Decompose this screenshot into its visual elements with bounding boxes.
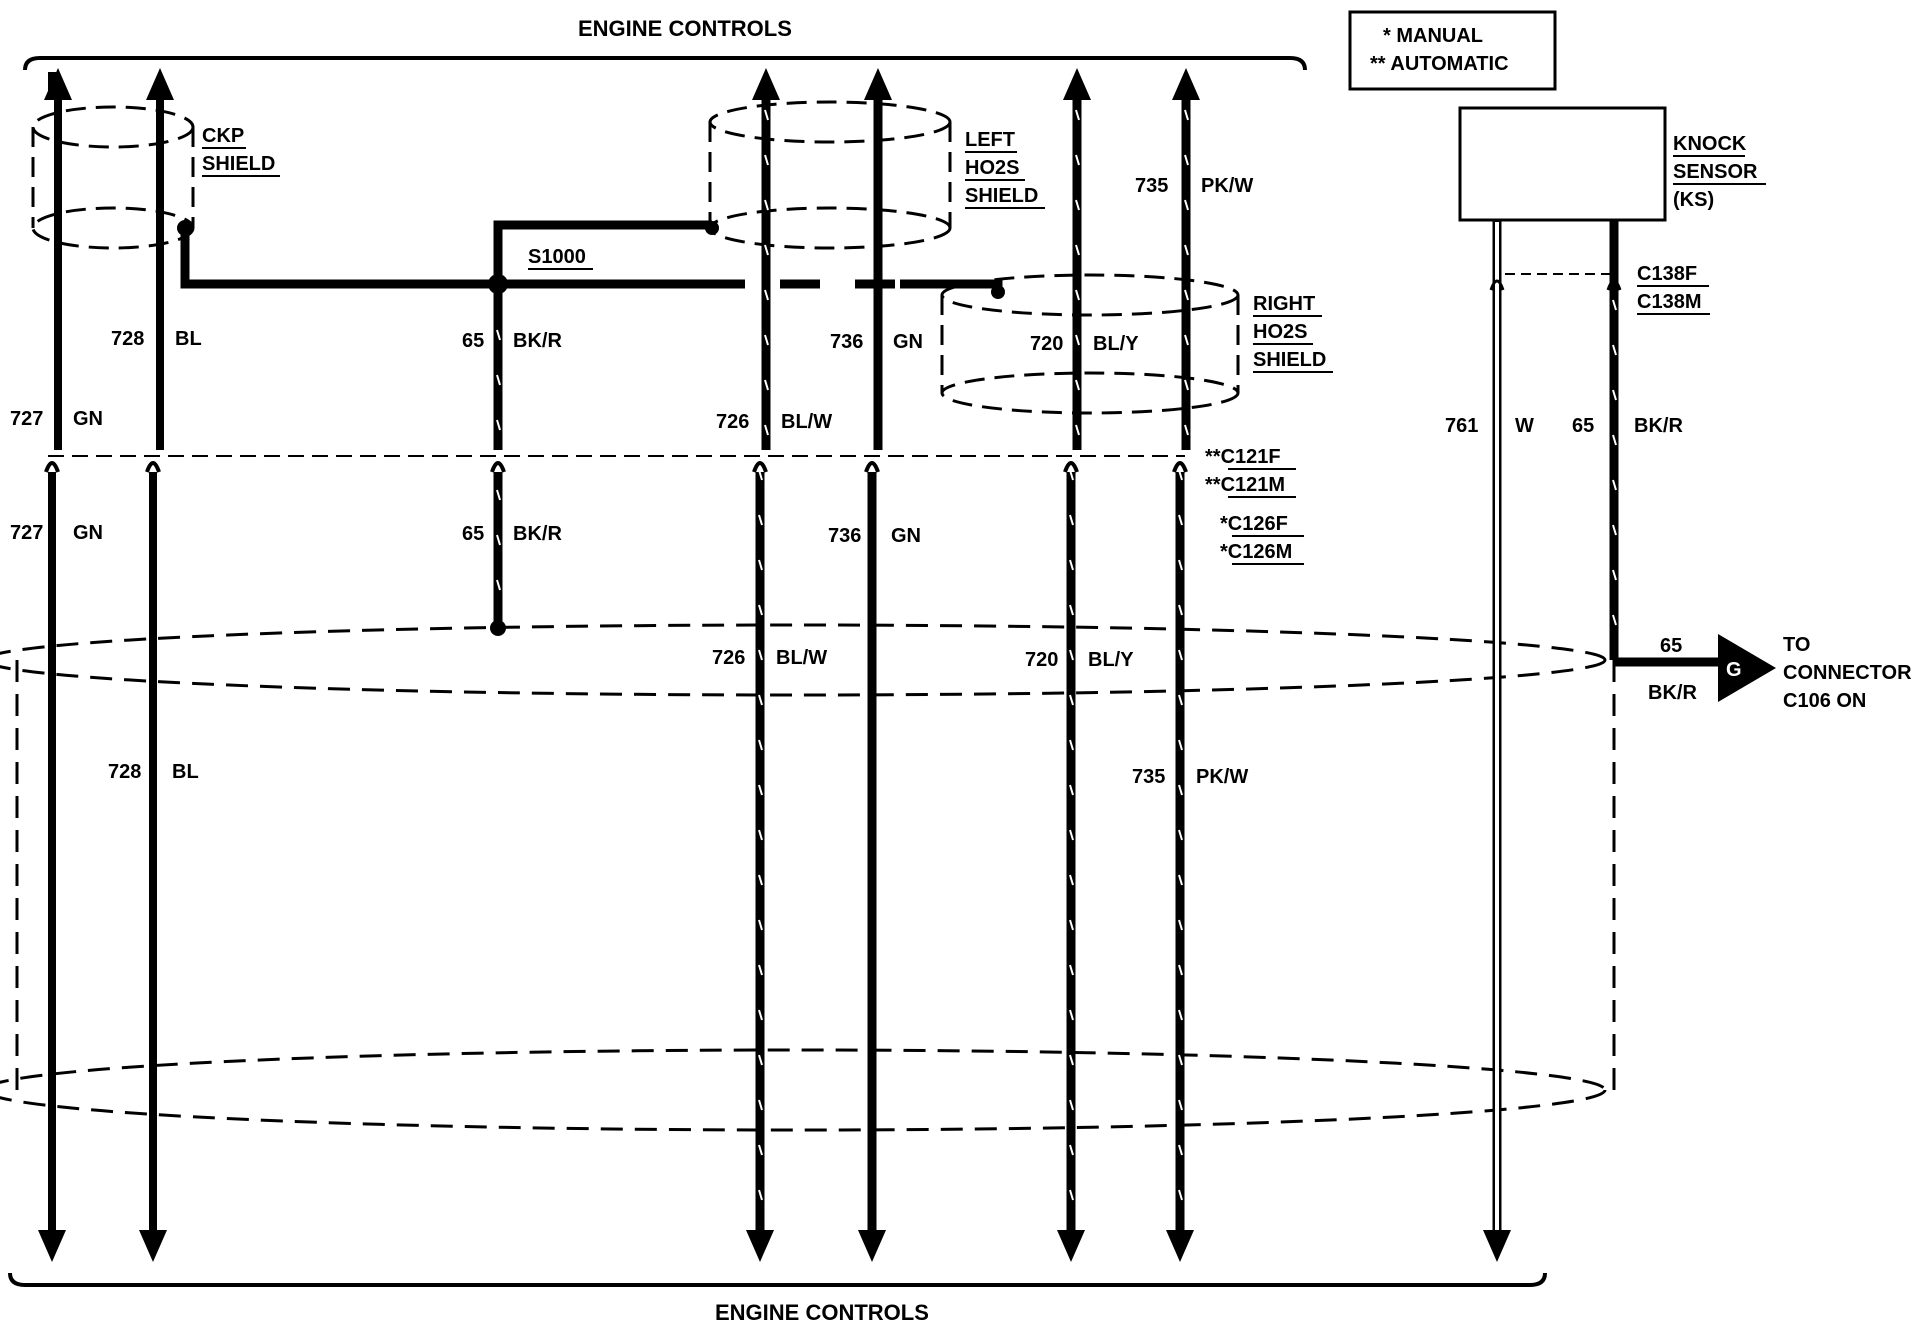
svg-text:C138M: C138M: [1637, 291, 1701, 313]
wire-727-color-top: GN: [73, 408, 103, 430]
main-harness-shield: [0, 623, 1616, 1132]
wire-727-num-bot: 727: [10, 522, 43, 544]
wire-728-num-top: 728: [111, 328, 144, 350]
svg-text:(KS): (KS): [1673, 189, 1714, 211]
knock-sensor-box: [1458, 106, 1667, 222]
wire-728-color-bot: BL: [172, 761, 199, 783]
wire-735-num-top: 735: [1135, 175, 1168, 197]
bottom-bracket: [8, 1272, 1547, 1287]
svg-text:SHIELD: SHIELD: [202, 153, 275, 175]
legend-box: * MANUAL ** AUTOMATIC: [1348, 10, 1557, 91]
wire-65-num-top: 65: [462, 330, 484, 352]
svg-text:C138F: C138F: [1637, 263, 1697, 285]
wire-728: [139, 68, 174, 1262]
svg-text:SHIELD: SHIELD: [1253, 349, 1326, 371]
right-ho2s-label: RIGHT HO2S SHIELD: [1253, 293, 1333, 373]
wire-727-color-bot: GN: [73, 522, 103, 544]
connector-c138-labels: C138F C138M: [1637, 263, 1710, 315]
wire-761: [1483, 220, 1511, 1262]
wire-728-num-bot: 728: [108, 761, 141, 783]
right-ho2s-shield: [940, 273, 1240, 415]
wire-761-color: W: [1515, 415, 1534, 437]
svg-text:**C121M: **C121M: [1205, 474, 1285, 496]
wire-720-color-top: BL/Y: [1093, 333, 1139, 355]
svg-text:SHIELD: SHIELD: [965, 185, 1038, 207]
wire-727: [38, 68, 72, 1262]
svg-text:CKP: CKP: [202, 125, 244, 147]
wire-65-mid: [490, 284, 506, 636]
right-ho2s-drain-dot: [991, 285, 1005, 299]
wire-761-num: 761: [1445, 415, 1478, 437]
wire-735-color-top: PK/W: [1201, 175, 1253, 197]
left-ho2s-shield: [708, 100, 952, 250]
svg-text:RIGHT: RIGHT: [1253, 293, 1315, 315]
wire-726-num-top: 726: [716, 411, 749, 433]
wire-726-num-bot: 726: [712, 647, 745, 669]
wire-726-color-top: BL/W: [781, 411, 832, 433]
wire-735: [1166, 68, 1200, 1262]
ground-arrow: [1718, 634, 1776, 702]
wire-65-num-bot: 65: [462, 523, 484, 545]
top-title: ENGINE CONTROLS: [578, 16, 792, 41]
wire-720-num-top: 720: [1030, 333, 1063, 355]
svg-text:S1000: S1000: [528, 246, 586, 268]
svg-text:LEFT: LEFT: [965, 129, 1015, 151]
legend-manual: * MANUAL: [1383, 25, 1483, 47]
wire-720-color-bot: BL/Y: [1088, 649, 1134, 671]
wire-65-ks-color-2: BK/R: [1648, 682, 1697, 704]
wire-720: [1057, 68, 1091, 1262]
svg-text:HO2S: HO2S: [965, 157, 1019, 179]
legend-automatic: ** AUTOMATIC: [1370, 53, 1509, 75]
to-connector-label: TO CONNECTOR C106 ON: [1783, 634, 1912, 712]
ckp-shield-label: CKP SHIELD: [202, 125, 280, 177]
ckp-drain-dot: [177, 220, 193, 236]
svg-text:*C126F: *C126F: [1220, 513, 1288, 535]
wire-65-ks: [1606, 220, 1720, 667]
wire-726-color-bot: BL/W: [776, 647, 827, 669]
wire-736-num-top: 736: [830, 331, 863, 353]
wire-735-color-bot: PK/W: [1196, 766, 1248, 788]
wire-735-num-bot: 735: [1132, 766, 1165, 788]
wire-65-color-bot: BK/R: [513, 523, 562, 545]
svg-text:CONNECTOR: CONNECTOR: [1783, 662, 1912, 684]
svg-text:TO: TO: [1783, 634, 1810, 656]
left-ho2s-label: LEFT HO2S SHIELD: [965, 129, 1045, 209]
wire-736-color-bot: GN: [891, 525, 921, 547]
svg-text:KNOCK: KNOCK: [1673, 133, 1747, 155]
wire-65-color-top: BK/R: [513, 330, 562, 352]
wire-736-color-top: GN: [893, 331, 923, 353]
knock-sensor-label: KNOCK SENSOR (KS): [1673, 133, 1766, 211]
wire-65-ks-color: BK/R: [1634, 415, 1683, 437]
wire-65-ks-num: 65: [1572, 415, 1594, 437]
wire-736-num-bot: 736: [828, 525, 861, 547]
wire-65-ks-num-2: 65: [1660, 635, 1682, 657]
top-bracket: [23, 56, 1307, 71]
svg-text:SENSOR: SENSOR: [1673, 161, 1758, 183]
connector-c121-c126-labels: **C121F **C121M *C126F *C126M: [1205, 446, 1304, 565]
ground-symbol: G: [1726, 659, 1742, 681]
wire-728-color-top: BL: [175, 328, 202, 350]
svg-text:HO2S: HO2S: [1253, 321, 1307, 343]
svg-text:**C121F: **C121F: [1205, 446, 1281, 468]
left-ho2s-drain-dot: [705, 221, 719, 235]
splice-label: S1000: [528, 246, 593, 270]
svg-text:C106 ON: C106 ON: [1783, 690, 1866, 712]
wire-720-num-bot: 720: [1025, 649, 1058, 671]
wire-727-num-top: 727: [10, 408, 43, 430]
svg-text:*C126M: *C126M: [1220, 541, 1292, 563]
wire-726: [746, 68, 780, 1262]
wire-736: [858, 68, 892, 1262]
bottom-title: ENGINE CONTROLS: [715, 1300, 929, 1325]
